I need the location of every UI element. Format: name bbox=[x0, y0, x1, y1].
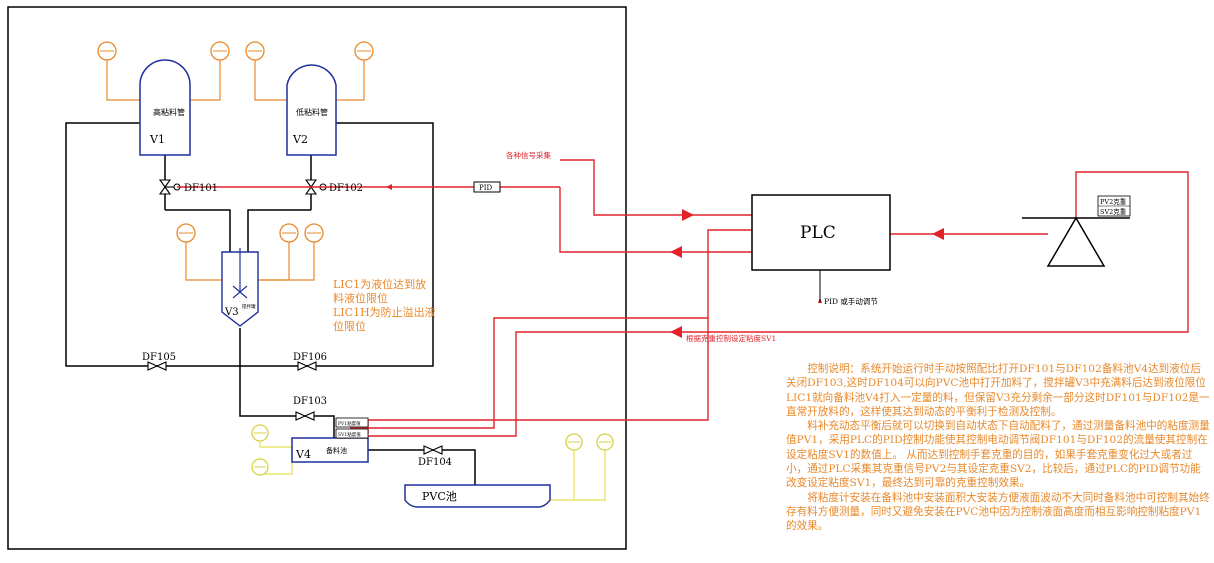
pv1-gauge-label: PV1粘度值 bbox=[338, 420, 361, 427]
yellow-instrument-lines bbox=[259, 440, 606, 501]
valve-label-df101: DF101 bbox=[184, 183, 218, 194]
gauge-icon bbox=[596, 433, 614, 451]
valve-label-df104: DF104 bbox=[418, 457, 452, 468]
v1-name-label: 高粘料管 bbox=[153, 107, 185, 117]
valve-icon bbox=[147, 361, 167, 371]
gauge-icon bbox=[97, 41, 117, 61]
vessel-v4-tank bbox=[291, 437, 369, 463]
gauge-icon bbox=[565, 433, 583, 451]
agitator-icon bbox=[232, 285, 248, 299]
valve-icon bbox=[295, 411, 315, 421]
vessel-pvc-pool bbox=[404, 484, 551, 508]
v2-id-label: V2 bbox=[292, 133, 308, 146]
valve-label-df102: DF102 bbox=[329, 183, 363, 194]
v4-name-label: 备料池 bbox=[326, 446, 347, 455]
gauge-icon bbox=[354, 41, 374, 61]
pid-block-label: PID bbox=[479, 184, 492, 192]
v3-id-label: V3 bbox=[224, 307, 239, 318]
sv2-weight-label: SV2克重 bbox=[1100, 208, 1127, 216]
v3-name-label: 搅拌罐 bbox=[242, 303, 256, 310]
v4-id-label: V4 bbox=[295, 448, 311, 461]
yellow-gauges bbox=[251, 424, 614, 476]
level-note-line2: 料液位限位 bbox=[333, 291, 388, 305]
pv2-weight-label: PV2克重 bbox=[1100, 198, 1127, 206]
v1-id-label: V1 bbox=[149, 133, 165, 146]
gauge-icon bbox=[176, 223, 196, 243]
pid-manual-label: PID 或手动调节 bbox=[824, 296, 878, 306]
description-paragraph-2: 料补充动态平衡后就可以切换到自动状态下自动配料了，通过测量备料池中的粘度测量值P… bbox=[786, 420, 1210, 490]
vessel-v2 bbox=[286, 64, 337, 156]
gauge-icon bbox=[210, 41, 230, 61]
valve-label-df106: DF106 bbox=[293, 352, 327, 363]
description-paragraph-1: 控制说明：系统开始运行时手动按照配比打开DF101与DF102备料池V4达到液位… bbox=[786, 363, 1210, 418]
orange-instrument-lines bbox=[106, 58, 365, 281]
signal-arrows bbox=[386, 184, 944, 338]
valve-icon bbox=[297, 361, 317, 371]
orange-gauges bbox=[97, 41, 374, 243]
weight-sensor bbox=[1022, 195, 1131, 267]
level-note-line3: LIC1H为防止溢出液 bbox=[333, 305, 436, 319]
vessel-v1 bbox=[139, 59, 191, 156]
plc-label: PLC bbox=[800, 223, 836, 243]
plc-controller bbox=[751, 194, 891, 271]
pvc-pool-label: PVC池 bbox=[422, 490, 457, 503]
diagram-frame bbox=[7, 6, 627, 550]
gauge-icon bbox=[245, 41, 265, 61]
gauge-icon bbox=[279, 223, 299, 243]
pid-block bbox=[473, 181, 501, 193]
control-description: 控制说明：系统开始运行时手动按照配比打开DF101与DF102备料池V4达到液位… bbox=[786, 362, 1210, 534]
sv1-setpoint-note: 根据克重控制设定粘度SV1 bbox=[686, 333, 776, 343]
process-piping bbox=[65, 122, 476, 485]
valve-icon bbox=[423, 445, 443, 455]
pv1-gauge-box bbox=[335, 417, 369, 428]
vessel-v3-mixer bbox=[221, 248, 259, 327]
level-note-line4: 位限位 bbox=[333, 319, 366, 333]
valve-label-df105: DF105 bbox=[142, 352, 176, 363]
level-note-line1: LIC1为液位达到放 bbox=[333, 277, 426, 291]
gauge-icon bbox=[251, 458, 269, 476]
sv1-gauge-box bbox=[335, 428, 369, 439]
gauge-icon bbox=[304, 223, 324, 243]
gauge-icon bbox=[251, 424, 269, 442]
valve-label-df103: DF103 bbox=[293, 396, 327, 407]
v2-name-label: 低粘料管 bbox=[296, 107, 328, 117]
sv1-gauge-label: SV1粘度值 bbox=[338, 431, 361, 438]
signal-collect-label: 各种信号采集 bbox=[506, 150, 551, 160]
description-paragraph-3: 将粘度计安装在备料池中安装面积大安装方便液面波动不大同时备料池中可控制其始终存有… bbox=[786, 491, 1210, 533]
